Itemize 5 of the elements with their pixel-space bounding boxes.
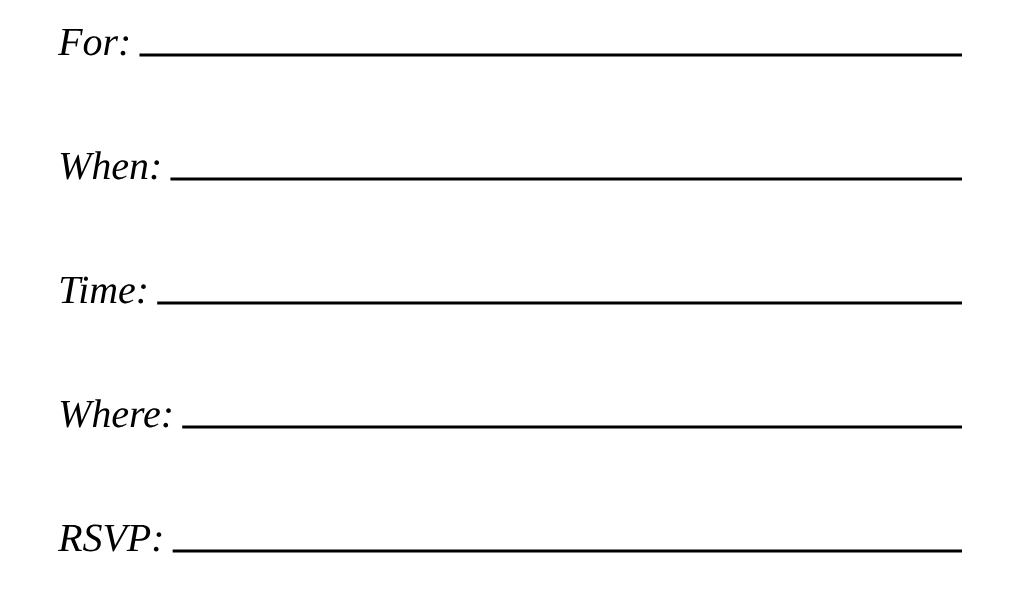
field-label: For: bbox=[58, 28, 129, 56]
field-label: RSVP: bbox=[58, 524, 162, 552]
field-label: When: bbox=[60, 151, 160, 180]
field-label: Time: bbox=[60, 276, 146, 304]
field-label: Where: bbox=[60, 399, 171, 428]
